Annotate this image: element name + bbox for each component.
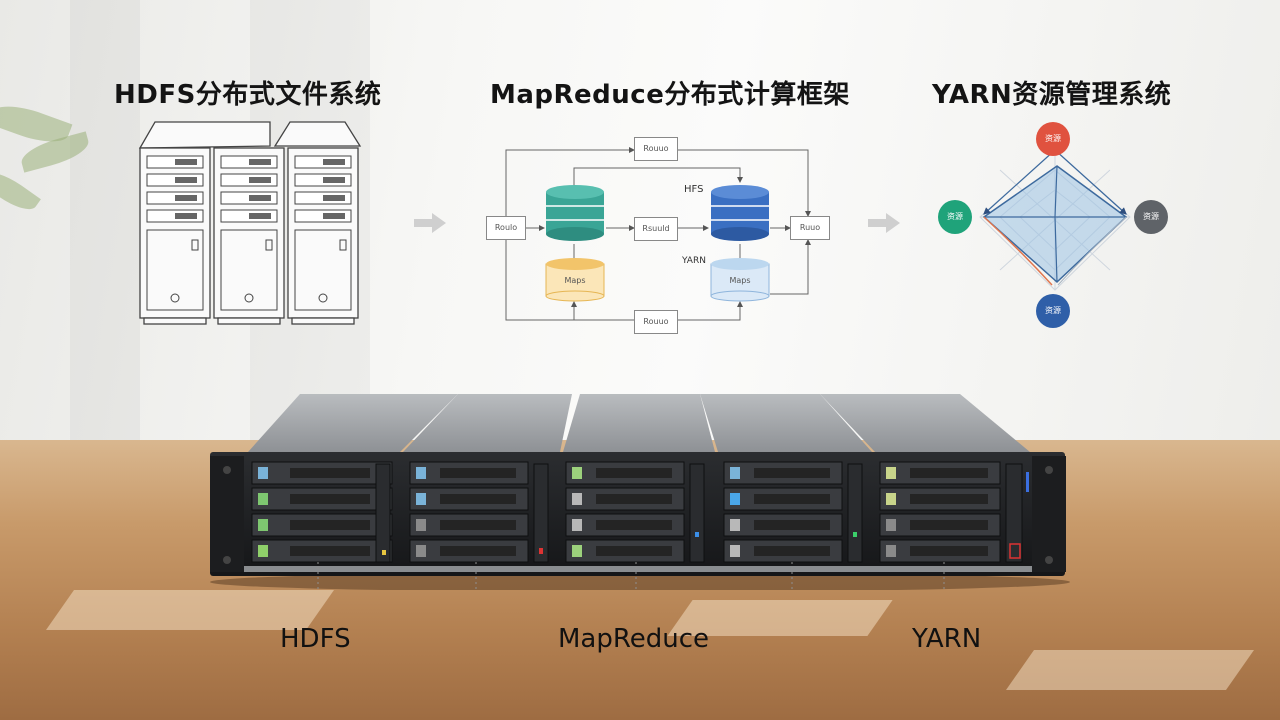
blue-database-icon — [711, 185, 769, 241]
mapreduce-title: MapReduce分布式计算框架 — [490, 80, 850, 110]
map-store-blue — [710, 258, 770, 302]
hdfs-label: HDFS — [280, 624, 351, 654]
flow-arrow-icon — [868, 213, 900, 233]
mr-yarn-label: YARN — [682, 256, 706, 266]
mapreduce-diagram: Rouuo Roulo Rsuuld Ruuo Rouuo HFS YARN M… — [480, 126, 830, 340]
yarn-title: YARN资源管理系统 — [932, 80, 1172, 110]
mr-left-box: Roulo — [486, 216, 526, 240]
mr-right-box: Ruuo — [790, 216, 830, 240]
yarn-node-bottom: 资源 — [1036, 294, 1070, 328]
rack-server-illustration — [210, 394, 1070, 590]
yarn-node-top: 资源 — [1036, 122, 1070, 156]
mr-top-box: Rouuo — [634, 137, 678, 161]
yarn-node-right: 资源 — [1134, 200, 1168, 234]
flow-arrow-icon — [414, 213, 446, 233]
mr-middle-box: Rsuuld — [634, 217, 678, 241]
mr-bottom-box: Rouuo — [634, 310, 678, 334]
hdfs-title: HDFS分布式文件系统 — [114, 80, 382, 110]
mapreduce-label: MapReduce — [558, 624, 710, 654]
yarn-label: YARN — [912, 624, 982, 654]
map-store-yellow — [545, 258, 605, 302]
hdfs-server-illustration — [138, 121, 362, 325]
mr-hdfs-label: HFS — [684, 184, 704, 195]
mr-left-store-label: Maps — [564, 276, 586, 285]
yarn-node-left: 资源 — [938, 200, 972, 234]
teal-database-icon — [546, 185, 604, 241]
light-streak — [1005, 650, 1255, 690]
yarn-radar-diagram: 资源 资源 资源 资源 — [930, 120, 1180, 336]
mr-right-store-label: Maps — [729, 276, 751, 285]
